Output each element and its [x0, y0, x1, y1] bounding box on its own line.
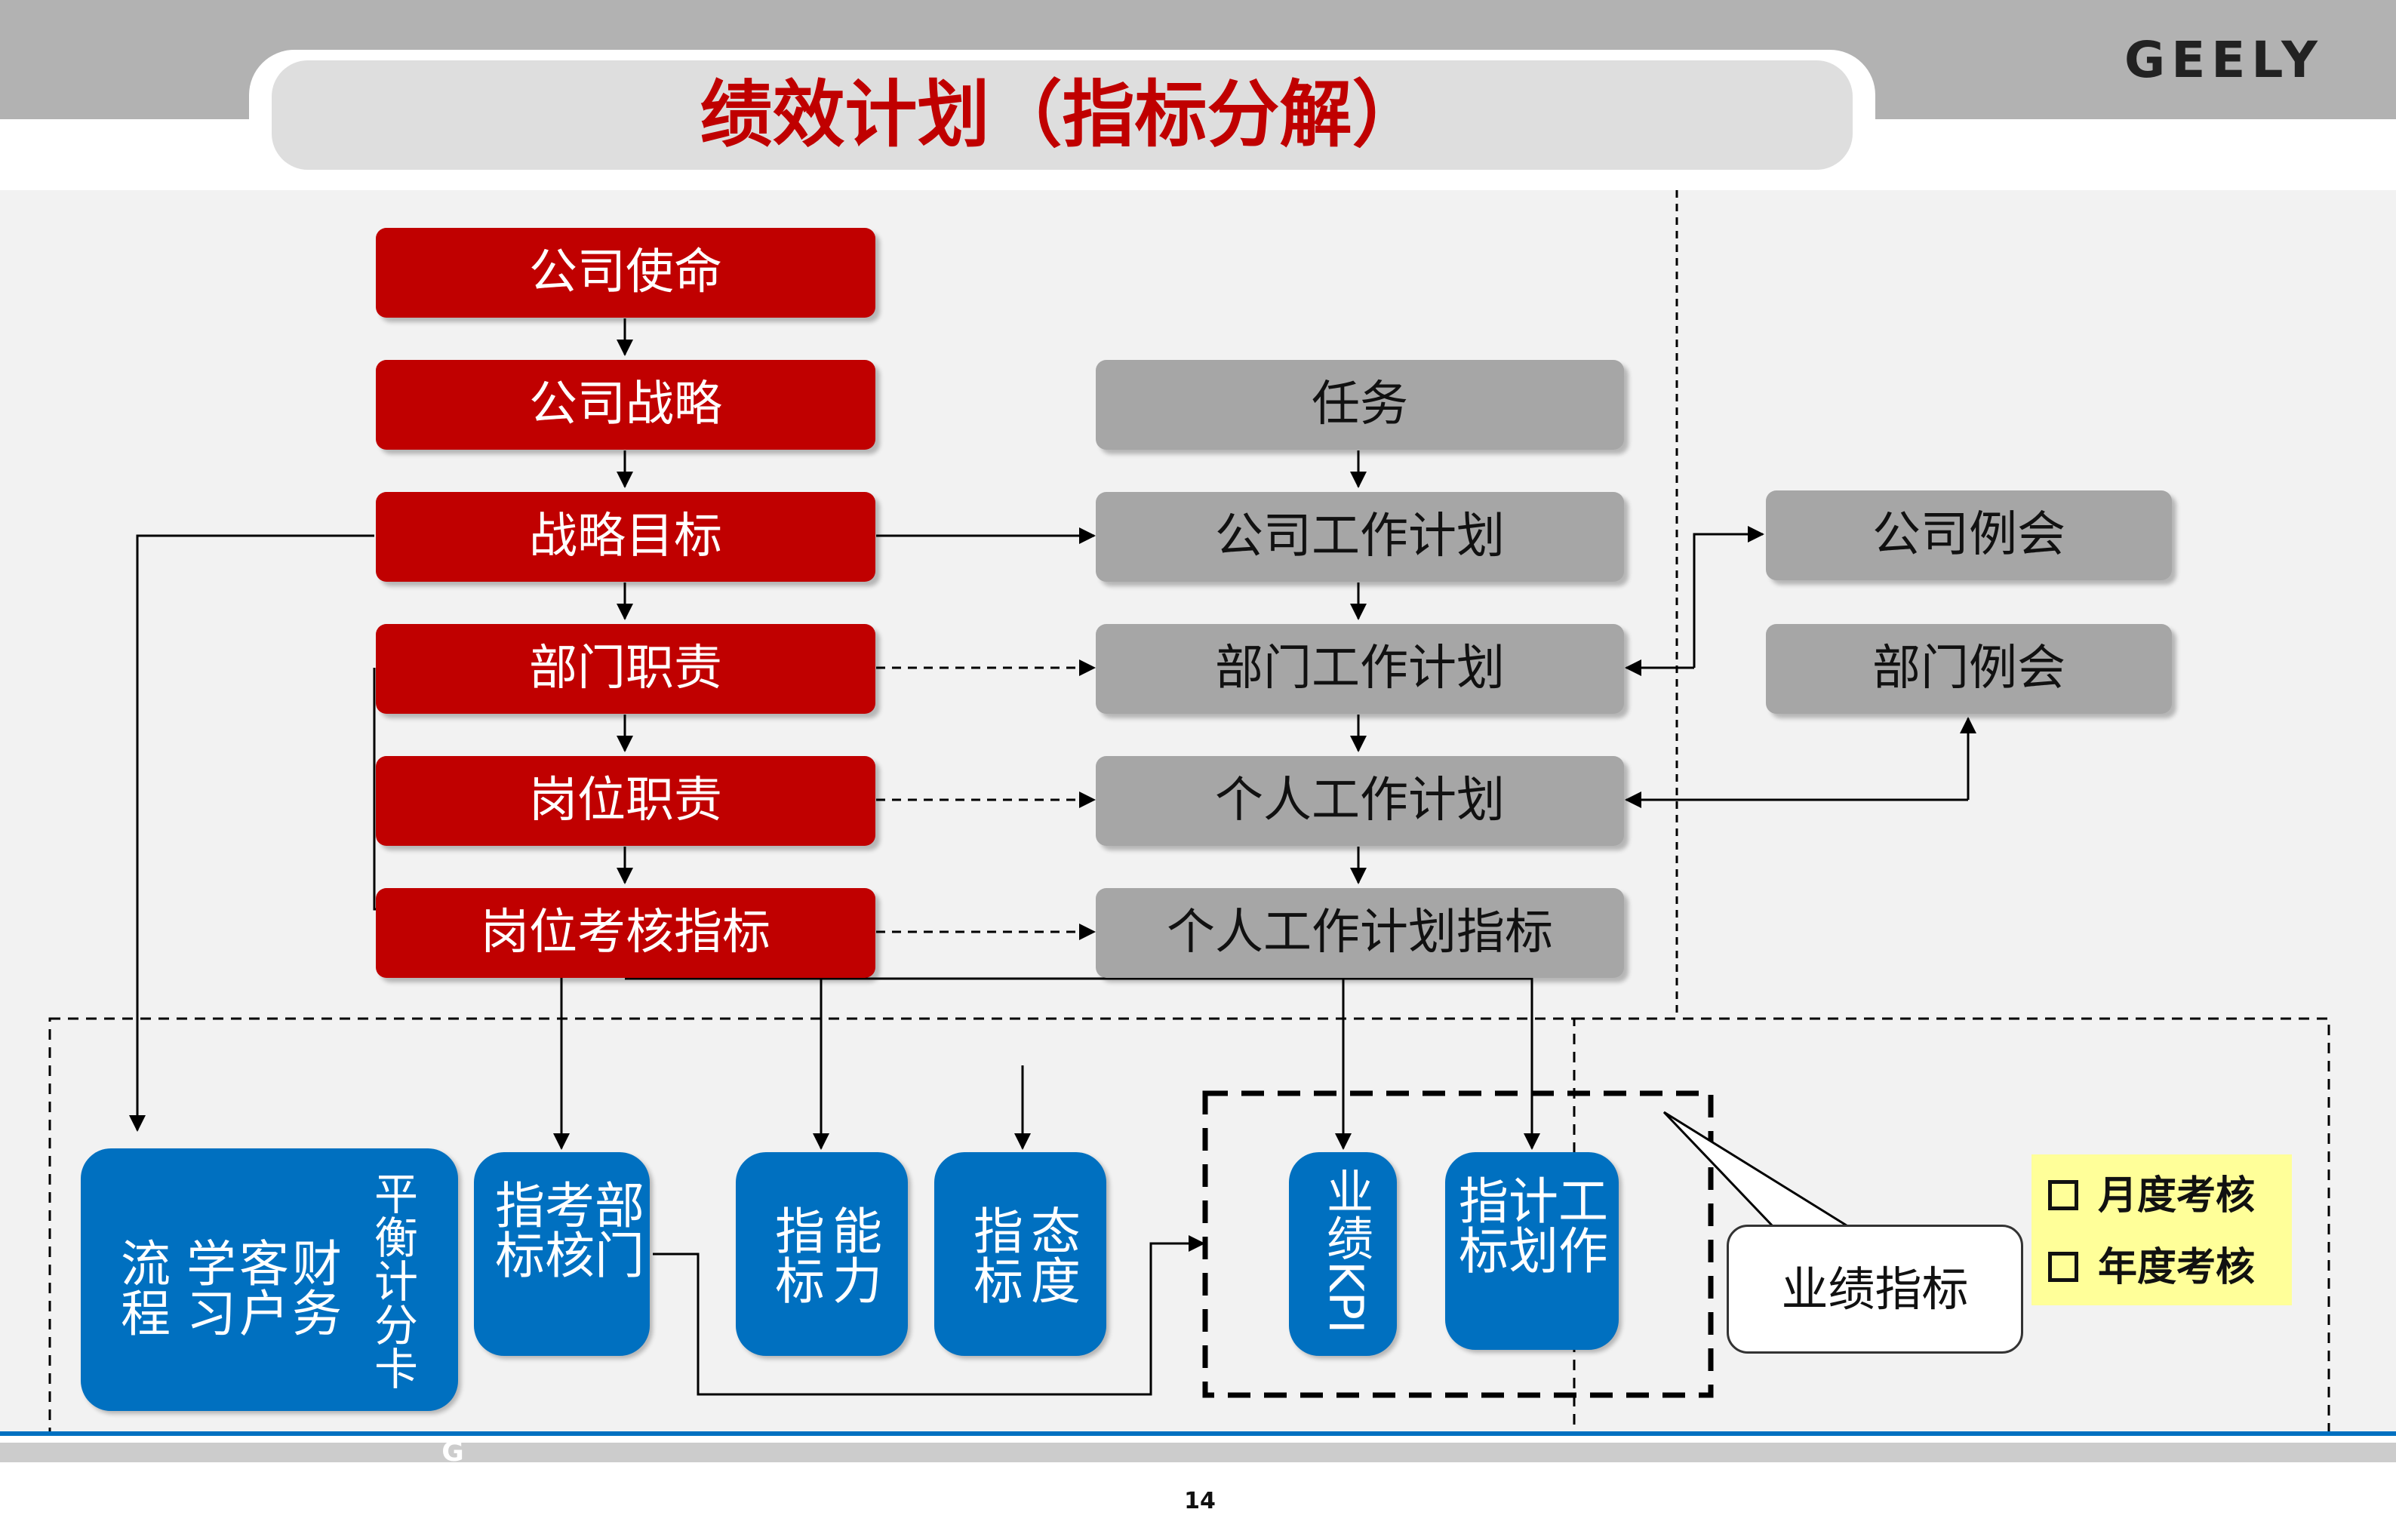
arrow-objectives-bsc: [129, 534, 374, 1132]
box-mission: 公司使命: [376, 228, 875, 318]
footer-logo-icon: G: [441, 1437, 464, 1468]
box-post-duty: 岗位职责: [376, 756, 875, 846]
box-post-kpi: 岗位考核指标: [376, 888, 875, 978]
label-company-meeting: 公司例会: [1872, 507, 2065, 563]
bsc-col-process: 流程: [112, 1237, 171, 1337]
label-objectives: 战略目标: [529, 509, 722, 564]
bsc-title-char: 分: [374, 1300, 418, 1351]
box-company-meeting: 公司例会: [1766, 490, 2172, 580]
work-plan-kpi-col: 计划: [1500, 1175, 1558, 1274]
label-company-plan: 公司工作计划: [1215, 509, 1505, 564]
bsc-title-column: 平 衡 计 分 卡: [374, 1173, 419, 1391]
ability-kpi-col: 指标: [767, 1205, 825, 1305]
box-dept-duty: 部门职责: [376, 624, 875, 714]
callout-performance-indicators: 业绩指标: [1727, 1225, 2023, 1354]
box-balanced-scorecard: 平 衡 计 分 卡 财务 客户 学习 流程: [81, 1148, 458, 1411]
callout-pointer: [1662, 1111, 1850, 1228]
legend-monthly-label: 月度考核: [2098, 1173, 2256, 1219]
checkbox-icon: [2048, 1180, 2078, 1210]
legend-monthly: 月度考核: [2048, 1170, 2255, 1222]
legend-yearly-label: 年度考核: [2098, 1245, 2256, 1290]
box-strategy: 公司战略: [376, 360, 875, 450]
bsc-title-char: 卡: [374, 1344, 418, 1395]
box-personal-plan-kpi: 个人工作计划指标: [1096, 888, 1624, 978]
ability-kpi-col: 能力: [824, 1205, 882, 1305]
dept-kpi-col: 考核: [537, 1179, 595, 1279]
arrow-performance-kpi: [821, 977, 1352, 1150]
arrow-workplan-kpi: [1343, 977, 1540, 1150]
box-work-plan-kpi: 工作 计划 指标: [1445, 1152, 1619, 1350]
box-personal-plan: 个人工作计划: [1096, 756, 1624, 846]
bsc-title-char: 平: [374, 1169, 418, 1220]
box-task: 任务: [1096, 360, 1624, 450]
label-personal-plan-kpi: 个人工作计划指标: [1167, 905, 1553, 961]
performance-kpi-col: 业绩KPI: [1318, 1167, 1373, 1334]
page-title: 绩效计划（指标分解）: [700, 72, 1425, 157]
arrow-to-companymeeting: [1693, 526, 1764, 668]
dept-kpi-col: 指标: [487, 1179, 545, 1279]
label-post-kpi: 岗位考核指标: [481, 905, 770, 961]
footer-blue-line: [0, 1431, 2396, 1436]
label-post-duty: 岗位职责: [529, 773, 722, 828]
work-plan-kpi-col: 工作: [1550, 1175, 1608, 1274]
work-plan-kpi-col: 指标: [1450, 1175, 1509, 1274]
bsc-title-char: 计: [374, 1256, 418, 1308]
dept-kpi-col: 部门: [586, 1179, 644, 1279]
bsc-col-learning: 学习: [178, 1237, 236, 1337]
geely-logo: GEELY: [2124, 31, 2324, 89]
label-dept-duty: 部门职责: [529, 641, 722, 696]
performance-box: [1202, 1090, 1714, 1398]
label-dept-meeting: 部门例会: [1872, 641, 2065, 696]
attitude-kpi-col: 态度: [1023, 1205, 1081, 1305]
label-personal-plan: 个人工作计划: [1215, 773, 1505, 828]
assessment-legend: 月度考核 年度考核: [2032, 1154, 2292, 1305]
checkbox-icon: [2048, 1252, 2078, 1282]
title-pill: [272, 60, 1853, 170]
box-objectives: 战略目标: [376, 492, 875, 582]
box-dept-plan: 部门工作计划: [1096, 624, 1624, 714]
box-company-plan: 公司工作计划: [1096, 492, 1624, 582]
box-performance-kpi: 业绩KPI: [1289, 1152, 1397, 1356]
box-dept-kpi: 部门 考核 指标: [474, 1152, 650, 1356]
footer-gray-band: [0, 1443, 2396, 1462]
bsc-title-char: 衡: [374, 1213, 418, 1264]
box-dept-meeting: 部门例会: [1766, 624, 2172, 714]
page-number: 14: [1184, 1488, 1216, 1514]
label-task: 任务: [1312, 377, 1408, 432]
box-attitude-kpi: 态度 指标: [934, 1152, 1106, 1356]
box-ability-kpi: 能力 指标: [736, 1152, 908, 1356]
label-mission: 公司使命: [529, 244, 722, 300]
attitude-kpi-col: 指标: [965, 1205, 1023, 1305]
bsc-col-customer: 客户: [231, 1237, 289, 1337]
legend-yearly: 年度考核: [2048, 1241, 2255, 1294]
bsc-col-finance: 财务: [284, 1237, 342, 1337]
arrow-deptkpi-performance: [653, 1235, 1205, 1396]
label-dept-plan: 部门工作计划: [1215, 641, 1505, 696]
arrow-postkpi-ability: [625, 977, 829, 1150]
label-strategy: 公司战略: [529, 377, 722, 432]
